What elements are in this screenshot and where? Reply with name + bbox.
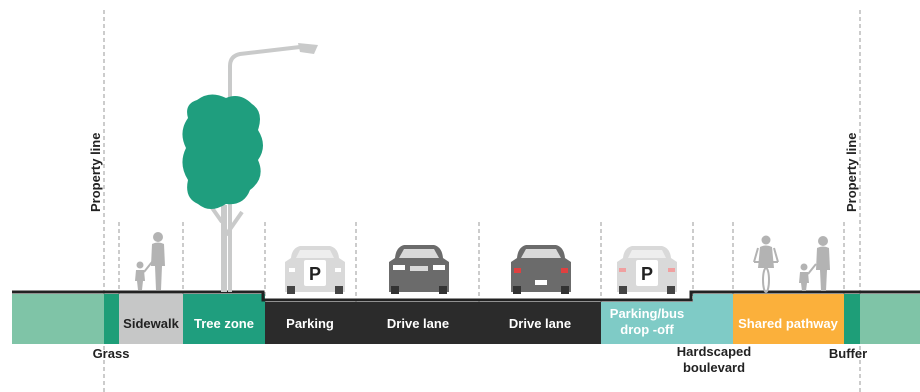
street-light-icon: [228, 43, 318, 292]
shared-pathway-label: Shared pathway: [738, 316, 838, 331]
parking-sign-1: P: [309, 264, 321, 284]
car-icon: [389, 245, 449, 294]
drive-lane-1-label: Drive lane: [387, 316, 449, 331]
pedestrian-icon: [799, 236, 830, 291]
hardscaped-label-line2: boulevard: [683, 360, 745, 375]
sidewalk-label: Sidewalk: [123, 316, 179, 331]
tree-icon: [182, 94, 263, 292]
grass-band: [12, 294, 104, 344]
road-band: [265, 302, 601, 344]
parked-car-icon: P: [617, 246, 677, 294]
pedestrian-icon: [135, 232, 165, 290]
ground-bands: [12, 294, 920, 344]
bus-dropoff-band: [601, 302, 693, 344]
parking-sign-2: P: [641, 264, 653, 284]
parked-car-icon: P: [285, 246, 345, 294]
property-line-left-label: Property line: [88, 133, 103, 212]
grass-right-band: [860, 294, 920, 344]
hardscaped-band: [693, 294, 733, 344]
buffer-band: [844, 294, 860, 344]
drive-lane-2-label: Drive lane: [509, 316, 571, 331]
car-icon: [511, 245, 571, 294]
parking-label: Parking: [286, 316, 334, 331]
grass-edge-band: [104, 294, 119, 344]
buffer-label: Buffer: [829, 346, 867, 361]
grass-label: Grass: [93, 346, 130, 361]
tree-zone-label: Tree zone: [194, 316, 254, 331]
tree-zone-band: [183, 294, 265, 344]
parking-bus-label-line1: Parking/bus: [610, 306, 684, 321]
sidewalk-band: [119, 294, 183, 344]
cyclist-icon: [753, 235, 779, 293]
property-line-right-label: Property line: [844, 133, 859, 212]
parking-bus-label-line2: drop -off: [620, 322, 674, 337]
hardscaped-label-line1: Hardscaped: [677, 344, 751, 359]
shared-pathway-band: [733, 294, 844, 344]
